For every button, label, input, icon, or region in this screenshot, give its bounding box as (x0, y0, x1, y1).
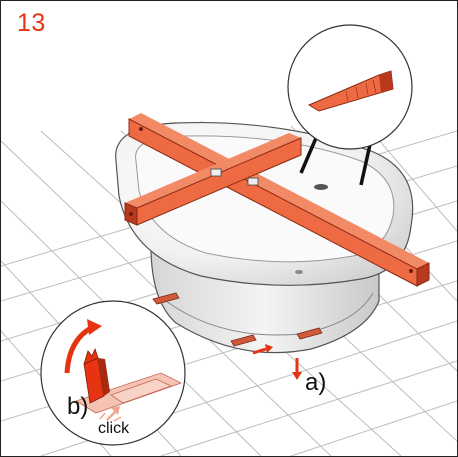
leveling-beam-long (128, 113, 430, 287)
label-a: a) (305, 369, 327, 396)
arrow-right-icon (252, 344, 273, 355)
step-number: 13 (17, 9, 46, 37)
leveling-beam-cross (124, 133, 302, 226)
label-click: click (98, 420, 130, 437)
click-arrow-icon (99, 406, 122, 422)
curved-arrow-icon (64, 319, 102, 374)
label-b: b) (67, 393, 89, 420)
wedges-under-tub (152, 292, 323, 347)
arrow-down-icon (292, 358, 302, 380)
detail-callout-wedge (287, 24, 413, 186)
